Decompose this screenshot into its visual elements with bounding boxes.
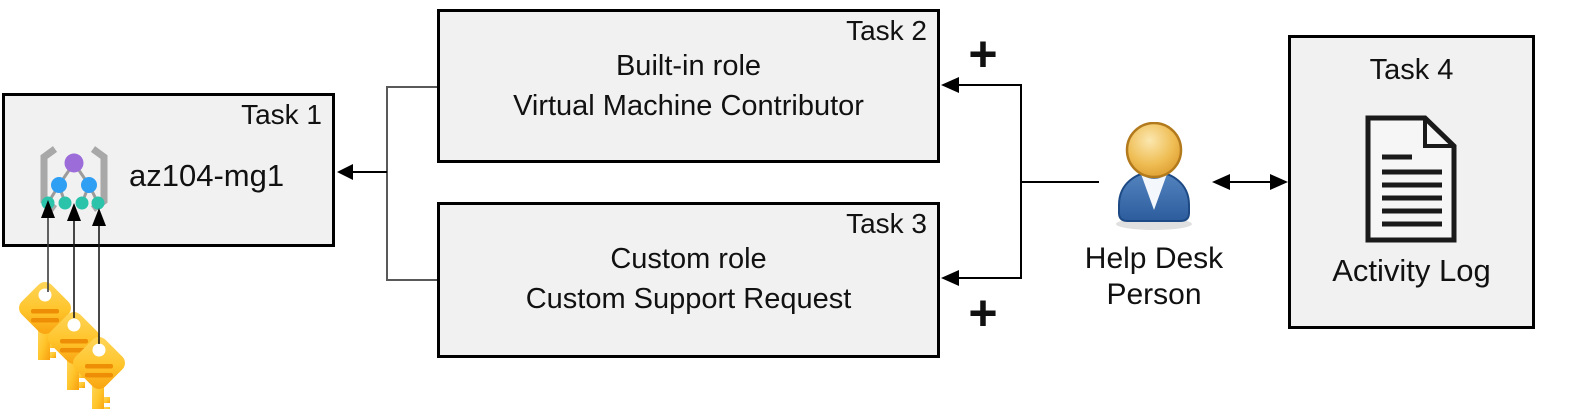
- task2-content: Built-in role Virtual Machine Contributo…: [440, 46, 937, 126]
- plus-icon-bottom: +: [968, 285, 998, 341]
- task1-box: Task 1 az104-mg1: [2, 93, 335, 247]
- double-arrow-left-head: [1212, 174, 1230, 190]
- management-group-name: az104-mg1: [129, 158, 285, 193]
- task3-tag: Task 3: [846, 208, 927, 239]
- task3-box: Task 3 Custom role Custom Support Reques…: [437, 202, 940, 358]
- task2-line1: Built-in role: [615, 50, 762, 82]
- management-group-icon: [40, 146, 108, 212]
- actor-label-line2: Person: [1106, 278, 1202, 311]
- plus-icon-top: +: [968, 26, 998, 82]
- task3-content: Custom role Custom Support Request: [440, 239, 937, 319]
- task1-tag: Task 1: [241, 99, 322, 130]
- bracket-right-line: [958, 84, 1022, 279]
- task2-tag: Task 2: [846, 15, 927, 46]
- task4-tag: Task 4: [1369, 54, 1454, 86]
- task3-line2: Custom Support Request: [525, 283, 852, 316]
- arrow-to-task2-head: [941, 77, 959, 93]
- person-icon: [1116, 122, 1192, 230]
- keys-icon: [15, 278, 129, 409]
- task2-box: Task 2 Built-in role Virtual Machine Con…: [437, 9, 940, 163]
- arrow-to-task1-head: [337, 164, 353, 180]
- actor-label: Help Desk Person: [1074, 241, 1234, 313]
- double-arrow-right-head: [1270, 174, 1288, 190]
- activity-log-label: Activity Log: [1332, 253, 1491, 288]
- actor-label-line1: Help Desk: [1084, 242, 1224, 275]
- task3-line1: Custom role: [610, 243, 767, 275]
- arrow-to-task3-head: [941, 270, 959, 286]
- bracket-left-line: [386, 86, 437, 281]
- document-icon: [1365, 115, 1457, 243]
- task2-line2: Virtual Machine Contributor: [513, 90, 864, 123]
